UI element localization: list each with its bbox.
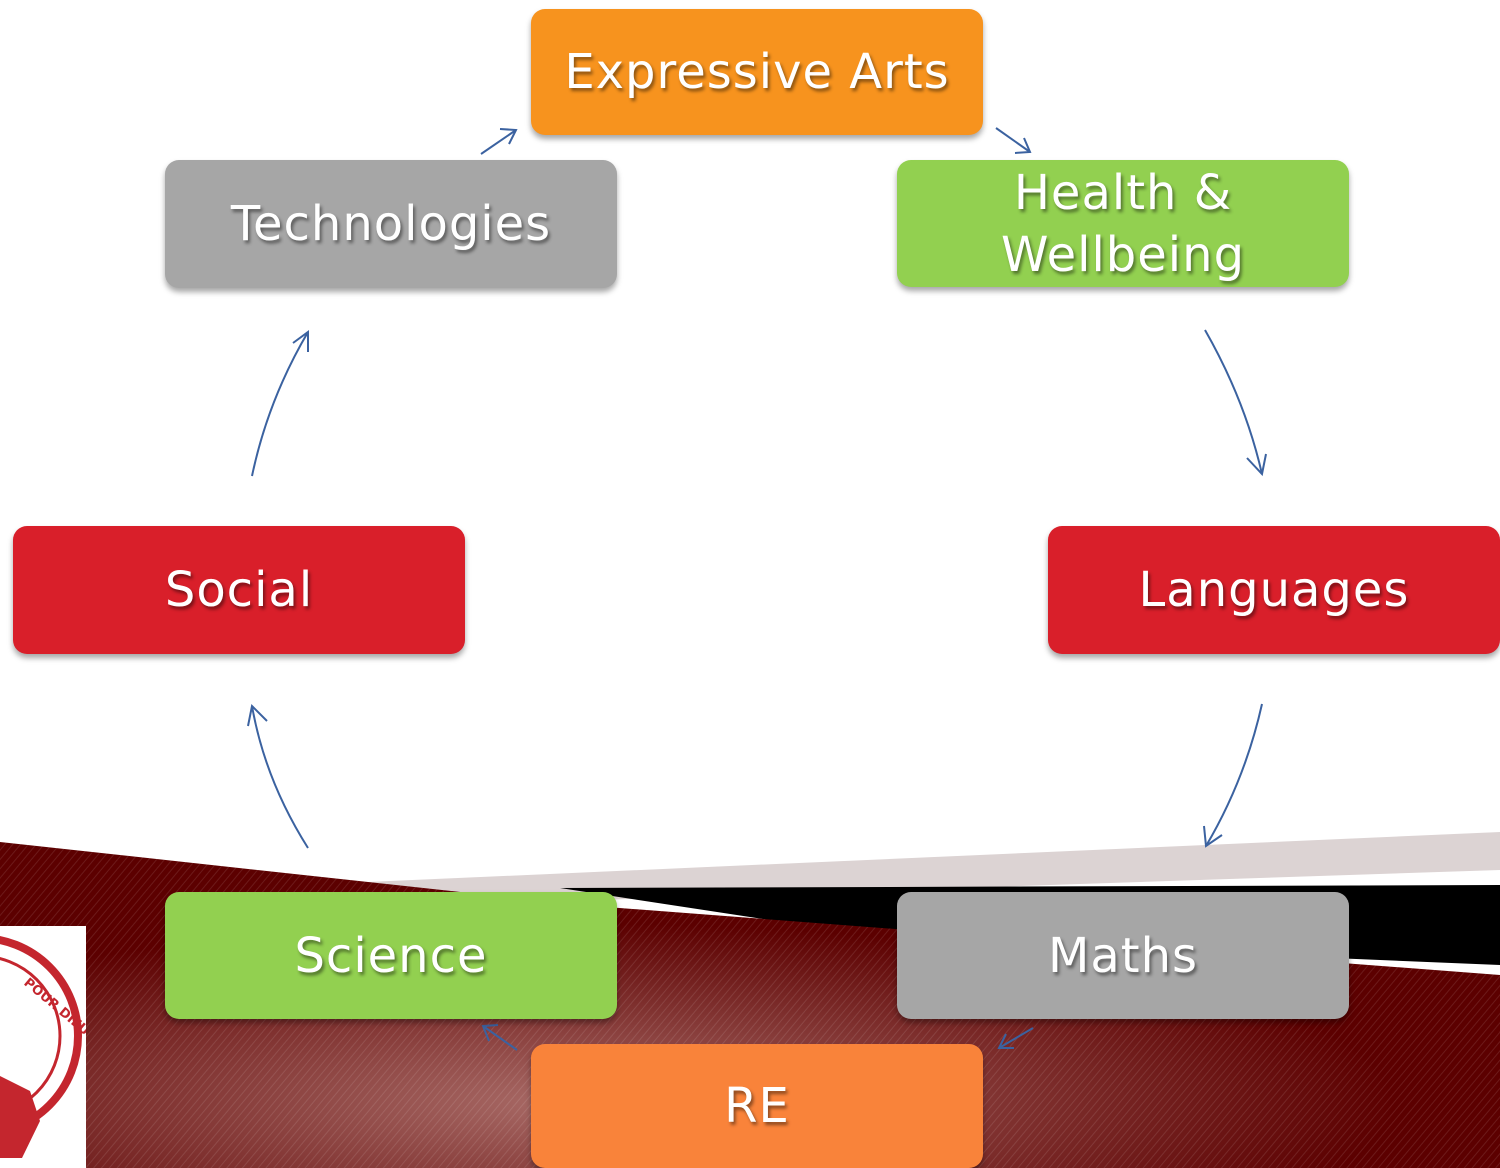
arrow-languages-to-maths [1203,703,1263,848]
node-re: RE [531,1044,983,1168]
arrow-science-to-social [247,703,309,849]
banner-stripe [300,832,1500,900]
node-maths: Maths [897,892,1349,1019]
school-crest-logo: POUR DIEU [0,926,86,1168]
arrow-expressive-arts-to-health [995,127,1032,154]
node-health-wellbeing: Health & Wellbeing [897,160,1349,287]
node-languages: Languages [1048,526,1500,654]
node-expressive-arts: Expressive Arts [531,9,983,135]
arrow-maths-to-re [997,1027,1034,1049]
arrow-health-to-languages [1204,329,1267,477]
arrow-technologies-to-expressive-arts [480,128,518,155]
node-technologies: Technologies [165,160,617,288]
arrow-social-to-technologies [251,330,309,477]
arrow-re-to-science [481,1024,518,1051]
node-science: Science [165,892,617,1019]
node-social: Social [13,526,465,654]
